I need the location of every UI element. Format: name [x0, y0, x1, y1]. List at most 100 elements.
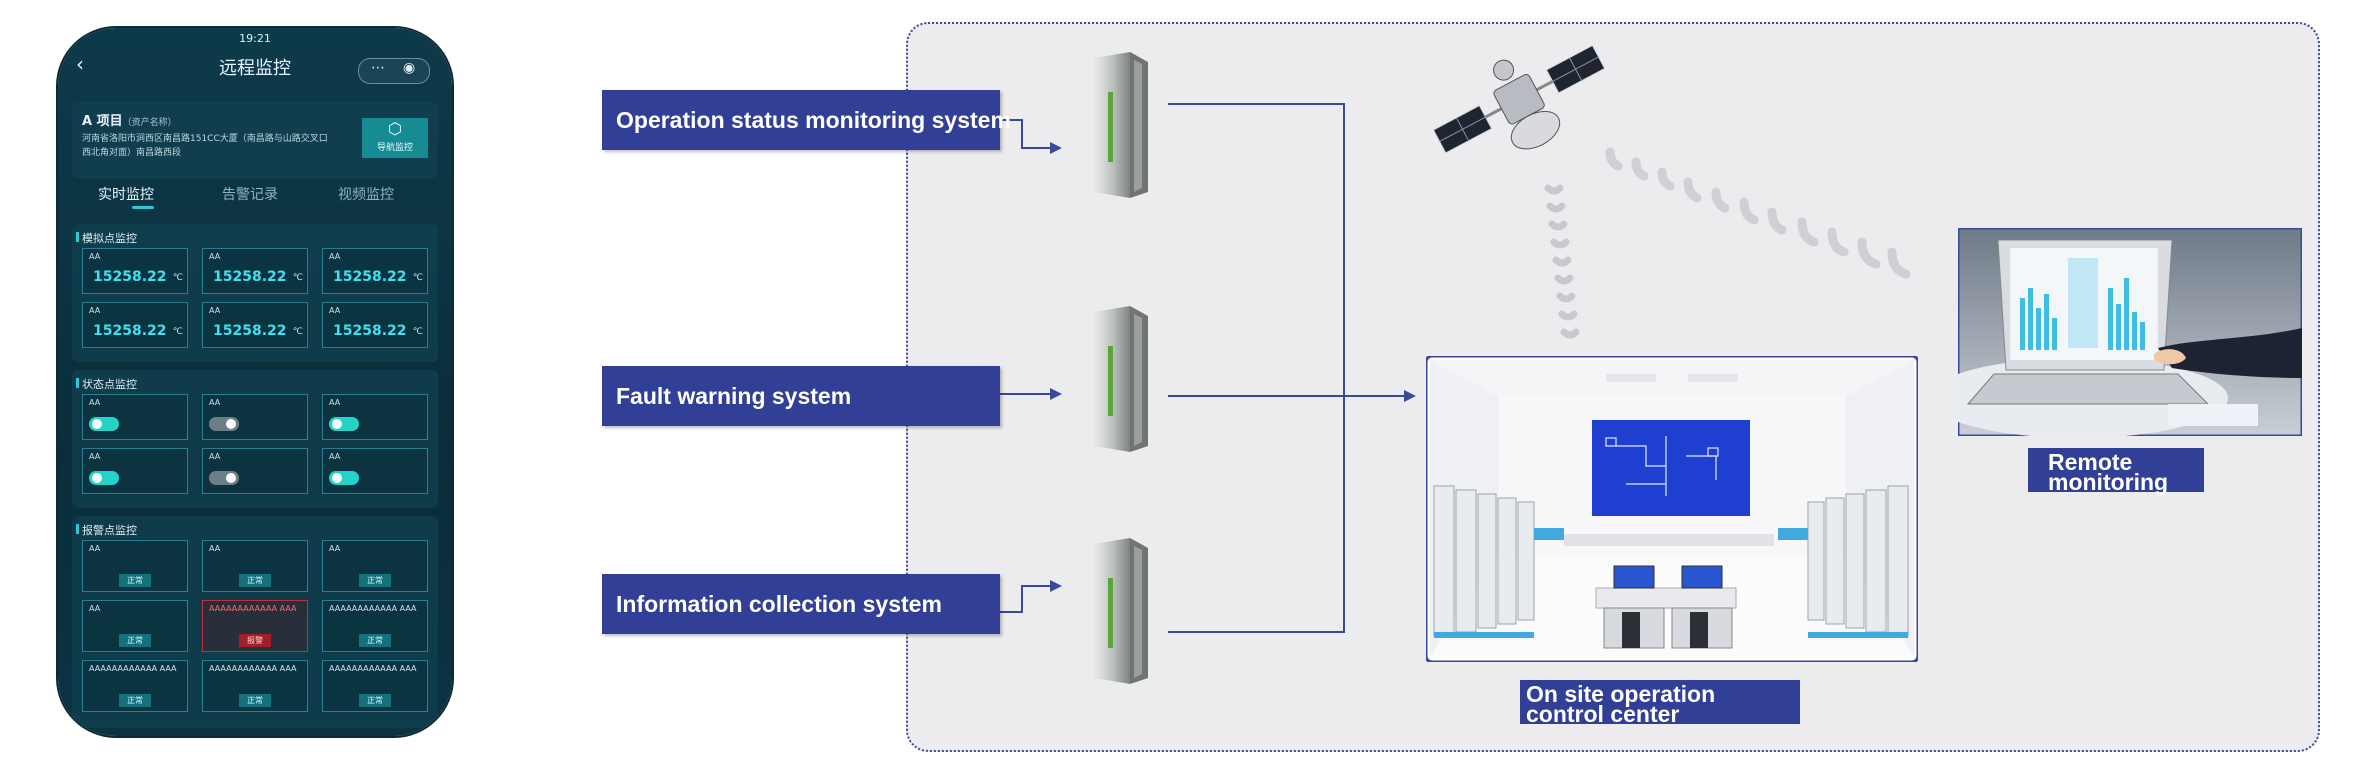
- status-toggle[interactable]: [329, 471, 359, 485]
- alarm-tile-status: 正常: [359, 694, 391, 707]
- status-tile[interactable]: AA: [82, 448, 188, 494]
- server-icon: [1094, 538, 1148, 684]
- more-dots-icon[interactable]: ⋯: [371, 60, 385, 76]
- analog-tile-name: AA: [329, 306, 341, 315]
- alarm-tile-name: AA: [89, 604, 101, 613]
- system-box-operation-status: Operation status monitoring system: [602, 90, 1011, 150]
- status-tile-name: AA: [209, 452, 221, 461]
- alarm-tile-name: AA: [329, 544, 341, 553]
- status-tile-name: AA: [329, 452, 341, 461]
- project-title: A 项目: [82, 114, 123, 129]
- analog-tile[interactable]: AA 15258.22 ℃: [202, 302, 308, 348]
- signal-waves: [1544, 147, 1911, 339]
- tab-bar: 实时监控 告警记录 视频监控: [72, 184, 438, 206]
- status-tile-name: AA: [209, 398, 221, 407]
- alarm-tile-status: 正常: [119, 694, 151, 707]
- alarm-tile[interactable]: AAAAAAAAAAAA AAA 报警: [202, 600, 308, 652]
- remote-monitoring-label: Remote monitoring: [2028, 448, 2204, 494]
- system-box-fault-warning: Fault warning system: [602, 366, 1000, 426]
- analog-tile-value: 15258.22: [93, 323, 167, 339]
- control-center-image: [1426, 356, 1918, 662]
- arrow-operation-status: [1000, 119, 1062, 154]
- analog-card: 模拟点监控 AA 15258.22 ℃ AA 15258.22 ℃ AA 15258.22 ℃ A…: [72, 224, 438, 362]
- analog-tile-unit: ℃: [172, 327, 183, 337]
- alarm-tile-status: 正常: [359, 574, 391, 587]
- alarm-tile[interactable]: AAAAAAAAAAAA AAA 正常: [202, 660, 308, 712]
- tab-alarm-records[interactable]: 告警记录: [222, 187, 278, 203]
- satellite-icon: [1432, 44, 1606, 154]
- alarm-tile-name: AAAAAAAAAAAA AAA: [329, 604, 417, 613]
- alarm-tile[interactable]: AAAAAAAAAAAA AAA 正常: [322, 660, 428, 712]
- analog-tile[interactable]: AA 15258.22 ℃: [82, 302, 188, 348]
- status-toggle[interactable]: [329, 417, 359, 431]
- alarm-tile-status: 正常: [239, 694, 271, 707]
- chevron-left-icon[interactable]: ‹: [76, 52, 84, 76]
- status-tile[interactable]: AA: [82, 394, 188, 440]
- status-tile[interactable]: AA: [322, 448, 428, 494]
- alarm-title: 报警点监控: [76, 524, 137, 537]
- server-icon: [1094, 52, 1148, 198]
- analog-tile-name: AA: [209, 306, 221, 315]
- alarm-tile-status: 正常: [239, 574, 271, 587]
- alarm-tile-name: AAAAAAAAAAAA AAA: [209, 664, 297, 673]
- status-tile-name: AA: [89, 398, 101, 407]
- analog-tile-value: 15258.22: [93, 269, 167, 285]
- analog-tile-value: 15258.22: [213, 269, 287, 285]
- analog-tile-unit: ℃: [292, 327, 303, 337]
- analog-tile-unit: ℃: [412, 327, 423, 337]
- analog-tile-value: 15258.22: [213, 323, 287, 339]
- analog-tile-value: 15258.22: [333, 269, 407, 285]
- navigate-button[interactable]: ⬡ 导航监控: [362, 118, 428, 158]
- alarm-tile[interactable]: AAAAAAAAAAAA AAA 正常: [82, 660, 188, 712]
- status-toggle[interactable]: [89, 417, 119, 431]
- analog-tile-unit: ℃: [412, 273, 423, 283]
- alarm-tile-status: 报警: [239, 634, 271, 647]
- tab-realtime[interactable]: 实时监控: [98, 187, 154, 203]
- status-tile-name: AA: [89, 452, 101, 461]
- alarm-tile-status: 正常: [359, 634, 391, 647]
- alarm-tile[interactable]: AA 正常: [82, 600, 188, 652]
- status-tile-name: AA: [329, 398, 341, 407]
- alarm-tile-name: AAAAAAAAAAAA AAA: [209, 604, 297, 613]
- close-circle-icon[interactable]: ◉: [403, 60, 416, 76]
- status-tile[interactable]: AA: [322, 394, 428, 440]
- control-center-label: On site operation control center: [1520, 680, 1800, 726]
- status-tile[interactable]: AA: [202, 394, 308, 440]
- alarm-tile-name: AAAAAAAAAAAA AAA: [329, 664, 417, 673]
- tab-video[interactable]: 视频监控: [338, 187, 394, 203]
- status-toggle[interactable]: [209, 471, 239, 485]
- alarm-tile[interactable]: AAAAAAAAAAAA AAA 正常: [322, 600, 428, 652]
- project-address: 河南省洛阳市涧西区南昌路151CC大厦（南昌路与山路交叉口西北角对面）南昌路西段: [82, 134, 328, 158]
- server-icon: [1094, 306, 1148, 452]
- analog-tile-unit: ℃: [172, 273, 183, 283]
- nav-title: 远程监控: [219, 58, 291, 79]
- alarm-tile-name: AA: [89, 544, 101, 553]
- analog-tile-name: AA: [89, 306, 101, 315]
- status-card: 状态点监控 AA AA AA AA AA AA: [72, 370, 438, 508]
- project-name: A 项目（资产名称）: [82, 110, 177, 129]
- analog-title: 模拟点监控: [76, 232, 137, 245]
- status-title: 状态点监控: [76, 378, 137, 391]
- tab-underline: [132, 206, 154, 209]
- capsule-menu[interactable]: ⋯ ◉: [358, 58, 430, 84]
- system-box-information-collection: Information collection system: [602, 574, 1000, 634]
- arrow-information-collection: [1000, 580, 1062, 613]
- alarm-tile-status: 正常: [119, 634, 151, 647]
- remote-laptop-image: [1958, 228, 2302, 436]
- status-tile[interactable]: AA: [202, 448, 308, 494]
- status-toggle[interactable]: [89, 471, 119, 485]
- analog-tile-name: AA: [209, 252, 221, 261]
- phone-mockup: 19:21 ‹ 远程监控 ⋯ ◉ A 项目（资产名称） 河南省洛阳市涧西区南昌路…: [58, 28, 452, 736]
- alarm-tile[interactable]: AA 正常: [322, 540, 428, 592]
- alarm-tile-name: AAAAAAAAAAAA AAA: [89, 664, 177, 673]
- status-toggle[interactable]: [209, 417, 239, 431]
- project-note: （资产名称）: [122, 118, 177, 128]
